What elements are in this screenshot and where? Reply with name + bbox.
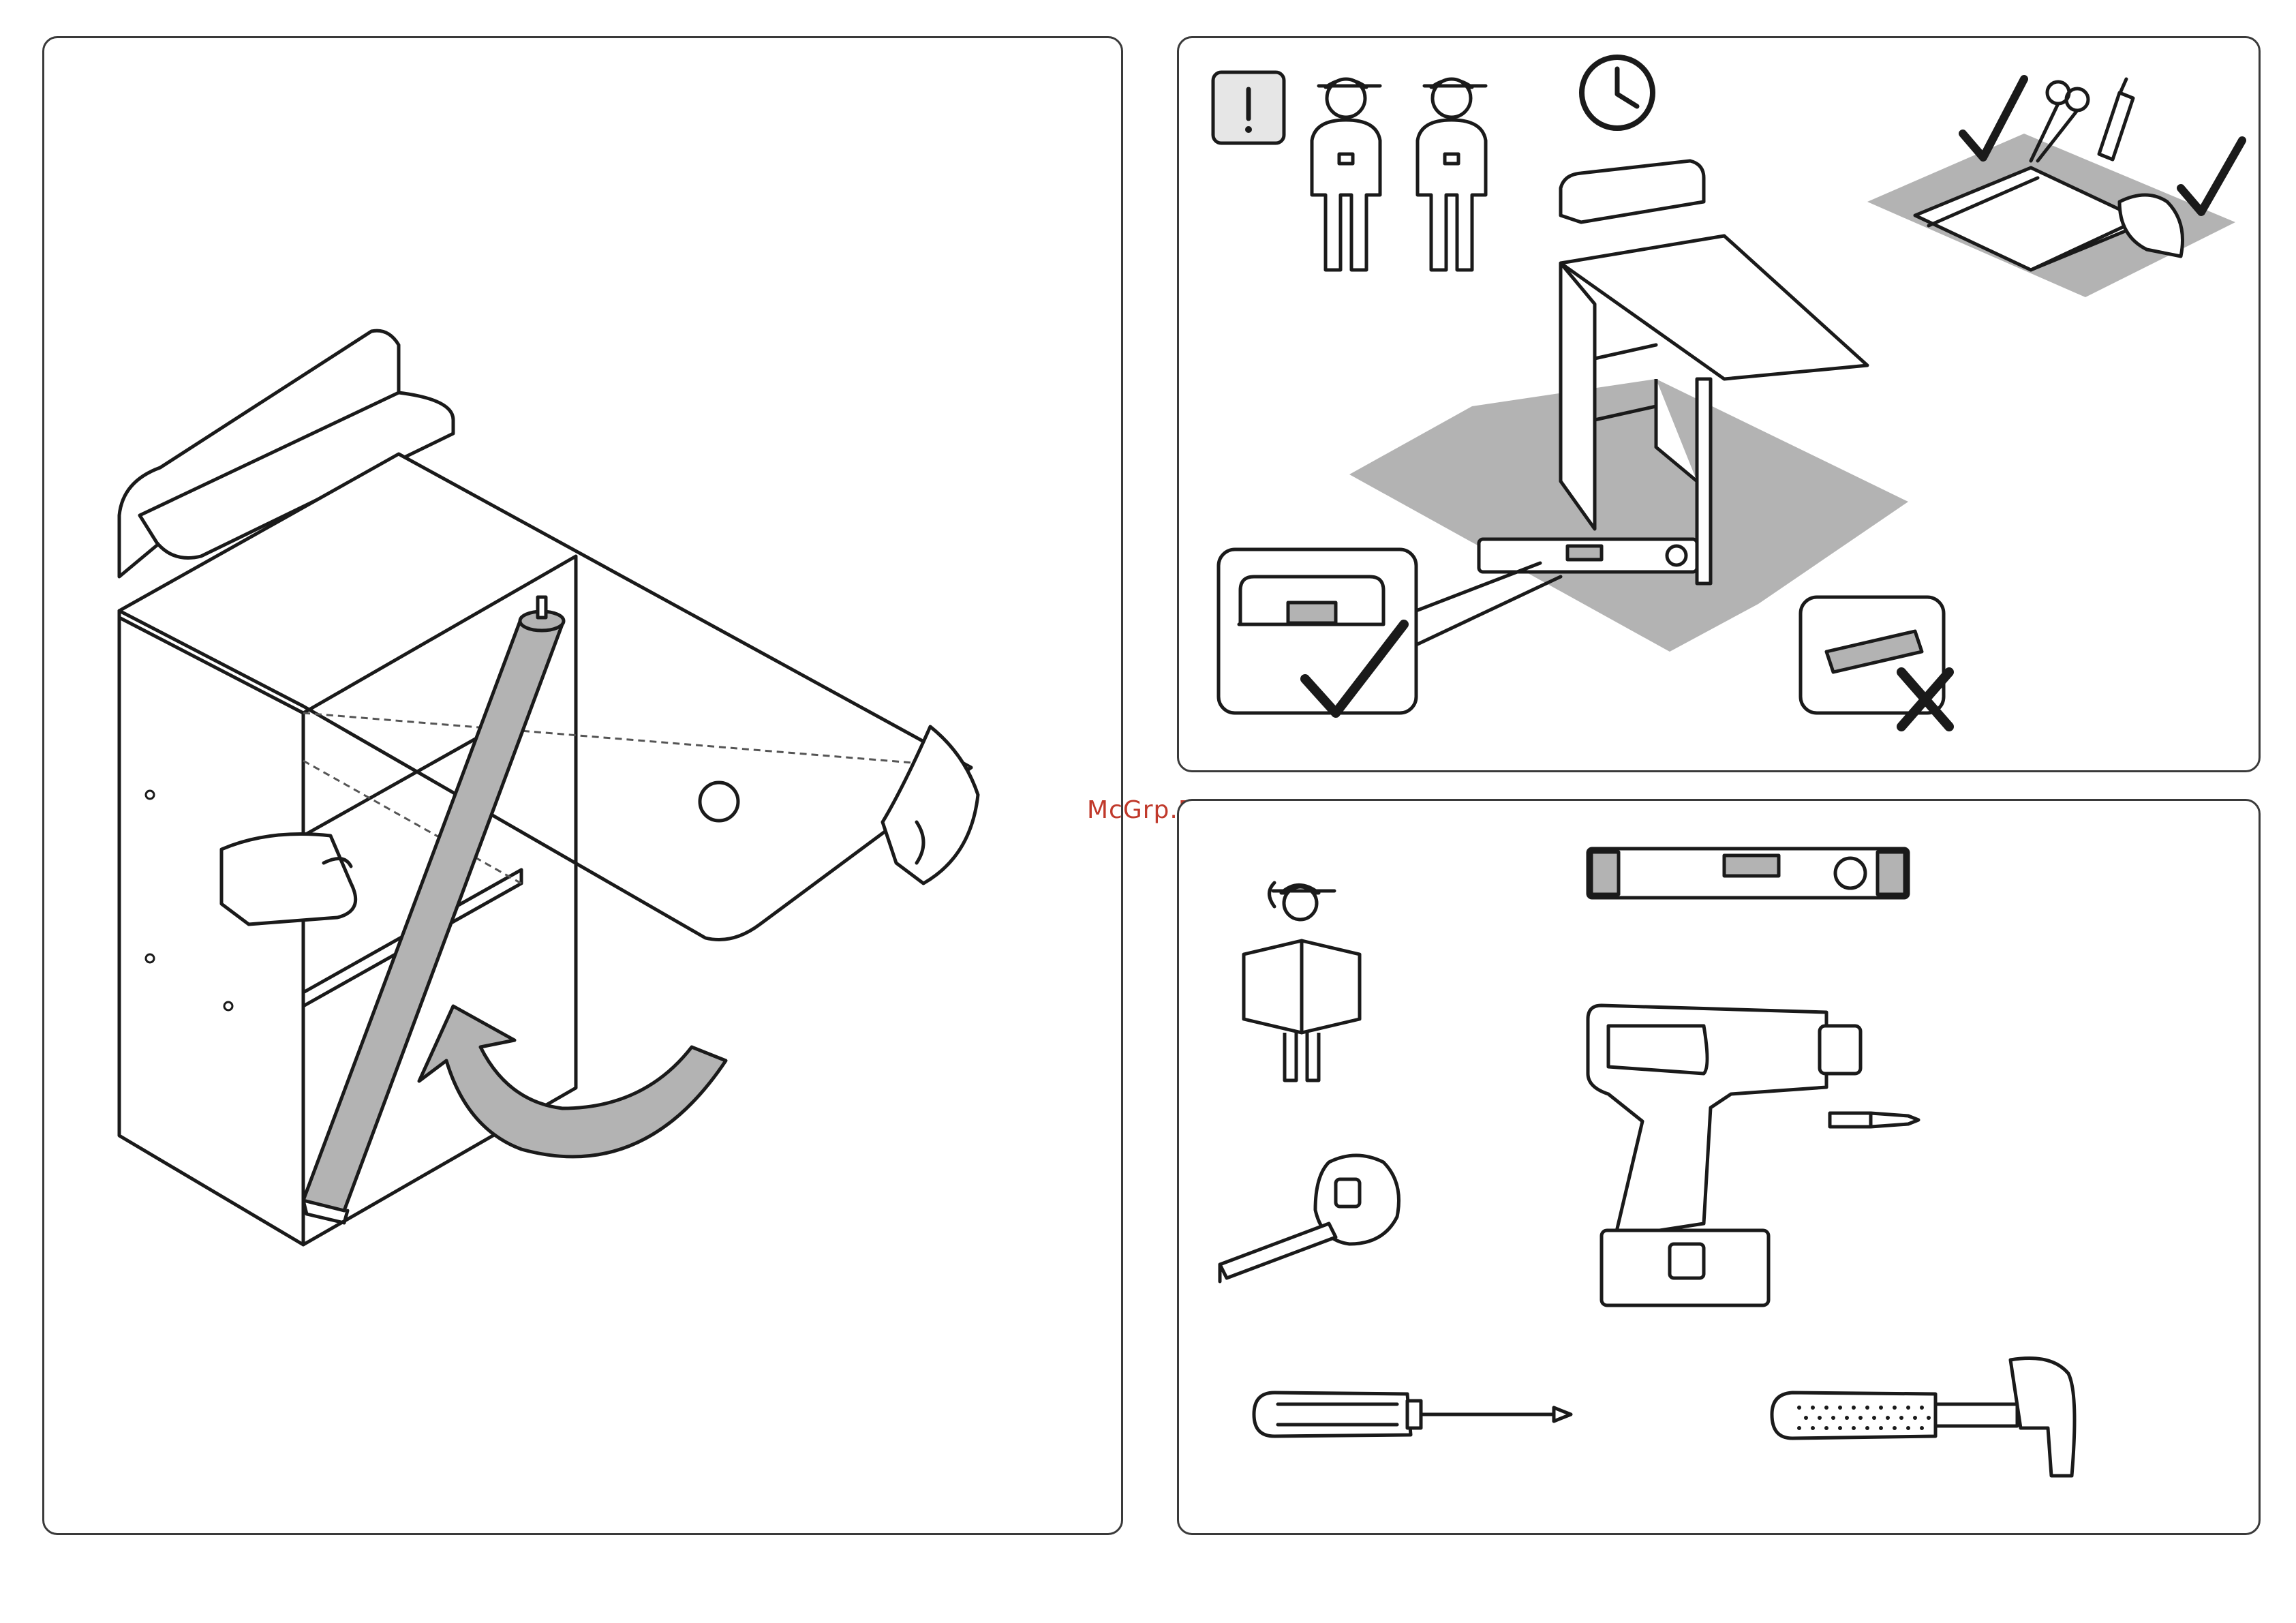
level-correct-zoom xyxy=(1219,549,1561,713)
tape-measure-icon xyxy=(1220,1155,1399,1281)
exclamation-icon xyxy=(1213,72,1284,143)
desk-assembly-illustration xyxy=(44,38,1125,1537)
preparation-panel xyxy=(1177,36,2261,772)
rotate-arrow xyxy=(419,1006,726,1157)
drill-icon xyxy=(1588,1005,1861,1305)
screwdriver-icon xyxy=(1254,1393,1571,1436)
person-reading-manual-icon xyxy=(1244,883,1360,1080)
two-persons-icon xyxy=(1312,79,1486,270)
spirit-level-icon xyxy=(1588,849,1908,898)
left-hand-illustration xyxy=(221,834,356,925)
tools-panel xyxy=(1177,799,2261,1535)
cardboard-unpacking xyxy=(1867,79,2242,297)
checkmark-icon xyxy=(2181,140,2242,212)
spirit-level-icon xyxy=(1479,539,1697,572)
hammer-icon xyxy=(1772,1359,2075,1476)
bit-icon xyxy=(1830,1113,1918,1127)
clock-icon xyxy=(1582,57,1653,128)
tools-illustration xyxy=(1179,801,2263,1537)
desk-side-panel xyxy=(119,618,303,1245)
cable-hole xyxy=(700,783,738,821)
utility-knife-icon xyxy=(2099,79,2133,160)
assembly-step-panel xyxy=(42,36,1123,1535)
preparation-illustration xyxy=(1179,38,2263,774)
level-wrong-zoom xyxy=(1801,597,1949,727)
